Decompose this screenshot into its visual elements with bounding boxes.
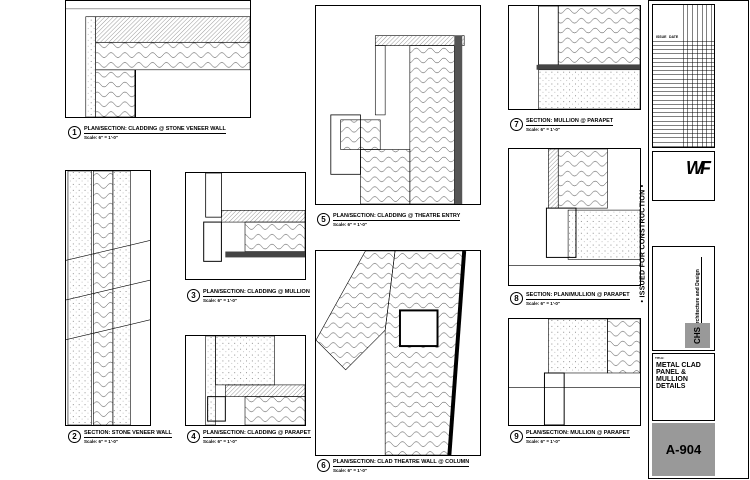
wf-logo: WF: [686, 158, 711, 178]
detail-number: 7: [510, 118, 523, 131]
title-label: TITLE:: [655, 356, 665, 360]
detail-scale: Scale: 6" = 1'-0": [333, 222, 367, 227]
detail-scale: Scale: 6" = 1'-0": [203, 298, 237, 303]
detail-number: 5: [317, 213, 330, 226]
client-logo: WF: [652, 151, 715, 201]
detail-2-drawing: [65, 170, 151, 426]
detail-number: 4: [187, 430, 200, 443]
detail-8-drawing: [508, 148, 641, 286]
detail-3-drawing: [185, 172, 306, 280]
detail-title: PLAN/SECTION: CLADDING @ THEATRE ENTRY: [333, 213, 461, 221]
detail-number: 6: [317, 459, 330, 472]
issued-for-construction-stamp: • ISSUED FOR CONSTRUCTION •: [639, 184, 647, 303]
detail-title: PLAN/SECTION: CLAD THEATRE WALL @ COLUMN: [333, 459, 470, 467]
detail-5-drawing: [315, 5, 481, 205]
detail-9-drawing: [508, 318, 641, 426]
firm-block: Architecture and Design CHS: [652, 246, 715, 351]
revision-grid: ISSUE DATE: [652, 4, 715, 148]
detail-number: 1: [68, 126, 81, 139]
detail-title: SECTION: PLAN/MULLION @ PARAPET: [526, 292, 630, 300]
detail-scale: Scale: 6" = 1'-0": [84, 439, 118, 444]
detail-7-drawing: [508, 5, 641, 110]
detail-title: PLAN/SECTION: MULLION @ PARAPET: [526, 430, 630, 438]
detail-title: SECTION: MULLION @ PARAPET: [526, 118, 614, 126]
detail-title: PLAN/SECTION: CLADDING @ STONE VENEER WA…: [84, 126, 226, 134]
sheet-number: A-904: [652, 423, 715, 476]
detail-number: 8: [510, 292, 523, 305]
drawing-title-block: TITLE: METAL CLAD PANEL & MULLION DETAIL…: [652, 353, 715, 421]
detail-scale: Scale: 6" = 1'-0": [526, 127, 560, 132]
detail-title: SECTION: STONE VENEER WALL: [84, 430, 172, 438]
detail-scale: Scale: 6" = 1'-0": [526, 301, 560, 306]
detail-1-drawing: [65, 0, 251, 118]
rev-header: ISSUE: [656, 35, 667, 39]
date-header: DATE: [669, 35, 679, 39]
detail-6-drawing: [315, 250, 481, 456]
title-line: MULLION: [656, 376, 688, 383]
detail-scale: Scale: 6" = 1'-0": [333, 468, 367, 473]
firm-logo: CHS: [685, 323, 710, 348]
revision-grid-columns: [683, 5, 714, 147]
firm-logo-text: CHS: [692, 327, 702, 344]
detail-number: 9: [510, 430, 523, 443]
detail-number: 2: [68, 430, 81, 443]
detail-title: PLAN/SECTION: CLADDING @ PARAPET: [203, 430, 311, 438]
detail-scale: Scale: 6" = 1'-0": [84, 135, 118, 140]
detail-scale: Scale: 6" = 1'-0": [203, 439, 237, 444]
title-line: PANEL &: [656, 369, 687, 376]
detail-4-drawing: [185, 335, 306, 426]
detail-scale: Scale: 6" = 1'-0": [526, 439, 560, 444]
detail-number: 3: [187, 289, 200, 302]
firm-tagline: Architecture and Design: [695, 257, 702, 327]
title-line: METAL CLAD: [656, 362, 701, 369]
title-block: ISSUE DATE WF Architecture and Design CH…: [648, 0, 749, 479]
title-line: DETAILS: [656, 383, 686, 390]
detail-title: PLAN/SECTION: CLADDING @ MULLION: [203, 289, 310, 297]
